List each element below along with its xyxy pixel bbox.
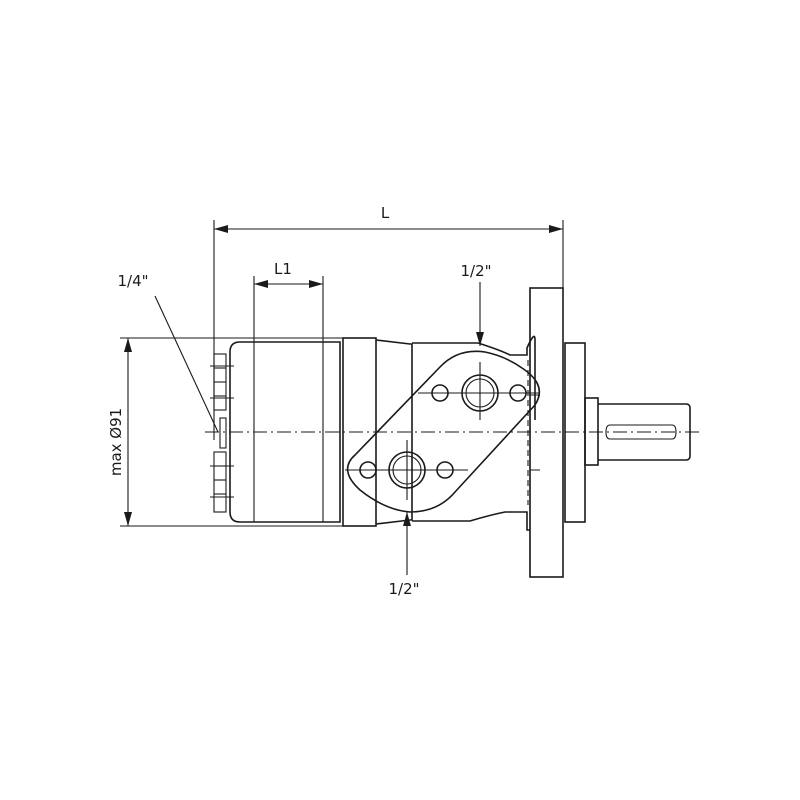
drain-port-label: 1/4"	[117, 272, 148, 290]
upper-port-callout: 1/2"	[460, 262, 492, 346]
dimension-l1-label: L1	[274, 260, 292, 278]
dimension-l-label: L	[381, 204, 390, 222]
diameter-label: max Ø91	[107, 408, 125, 476]
drain-port-callout: 1/4"	[117, 272, 219, 433]
lower-port	[388, 451, 426, 489]
dimension-l: L	[213, 204, 564, 440]
shaft-keyway	[605, 424, 677, 440]
dimension-l1: L1	[253, 260, 324, 522]
lower-port-callout: 1/2"	[388, 512, 420, 598]
upper-port-label: 1/2"	[460, 262, 491, 280]
dimension-diameter: max Ø91	[107, 337, 343, 527]
port-plate	[345, 350, 541, 513]
lower-port-label: 1/2"	[388, 580, 419, 598]
upper-port	[461, 374, 499, 412]
